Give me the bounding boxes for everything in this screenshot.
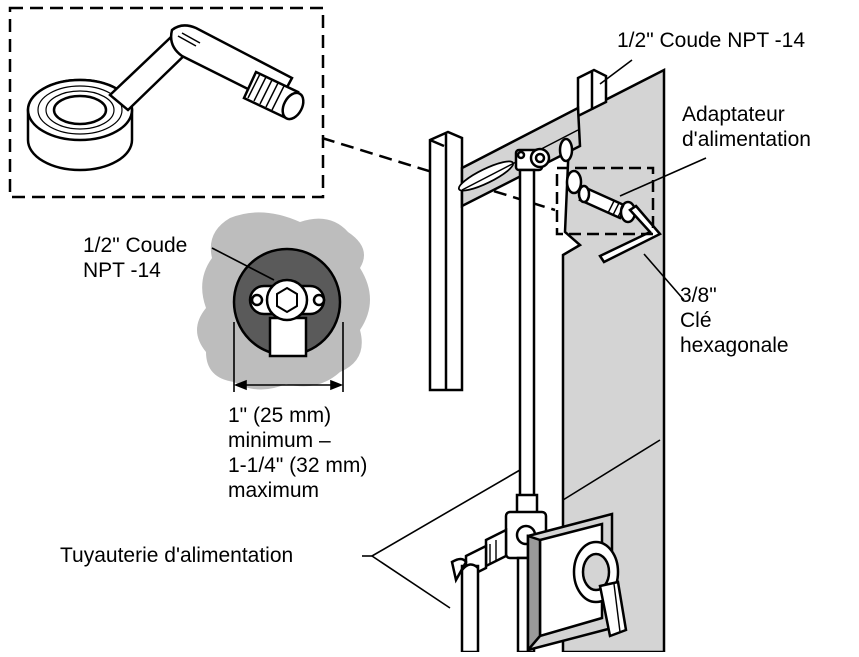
left-stud [428, 130, 464, 392]
riser-pipe [515, 168, 539, 515]
label-hex-line3: hexagonale [680, 334, 789, 357]
label-elbow-inset-line1: 1/2" Coude [83, 234, 188, 257]
label-hex-line2: Clé [680, 309, 712, 332]
hex-key [598, 204, 662, 264]
floor-wall-line [371, 469, 521, 557]
floor-wall-line-right [562, 439, 661, 501]
supply-leaders [362, 555, 451, 609]
label-dim-line2: minimum – [228, 429, 331, 452]
label-leaders [599, 59, 707, 301]
label-dim-line4: maximum [228, 479, 320, 502]
label-supply: Tuyauterie d'alimentation [60, 544, 294, 567]
label-dim-line1: 1" (25 mm) [228, 404, 332, 427]
label-elbow-top: 1/2" Coude NPT -14 [617, 29, 806, 52]
adapter-highlight-box [555, 166, 655, 236]
thread-tape-roll [26, 78, 134, 172]
label-hex-line1: 3/8" [680, 284, 717, 307]
drop-elbow [514, 147, 551, 172]
trim-plate [526, 512, 614, 654]
thread-tape-inset-frame [8, 6, 325, 199]
label-adapter-line1: Adaptateur [682, 103, 785, 126]
supply-pipe [450, 527, 508, 654]
dimension-indicator [233, 322, 344, 392]
valve-handle [572, 540, 628, 638]
drop-elbow-front-view [248, 278, 326, 358]
label-dim-line3: 1-1/4" (32 mm) [228, 454, 368, 477]
elbow-inset-leader [211, 247, 275, 281]
pipe-nipple-with-tape [108, 24, 305, 121]
label-elbow-inset-line2: NPT -14 [83, 259, 161, 282]
label-adapter-line2: d'alimentation [682, 128, 811, 151]
